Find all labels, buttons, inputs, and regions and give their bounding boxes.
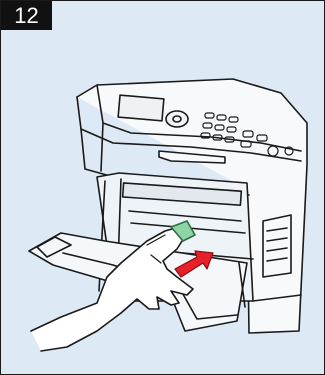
- lcd-display: [118, 95, 164, 121]
- navigation-dial: [166, 111, 188, 127]
